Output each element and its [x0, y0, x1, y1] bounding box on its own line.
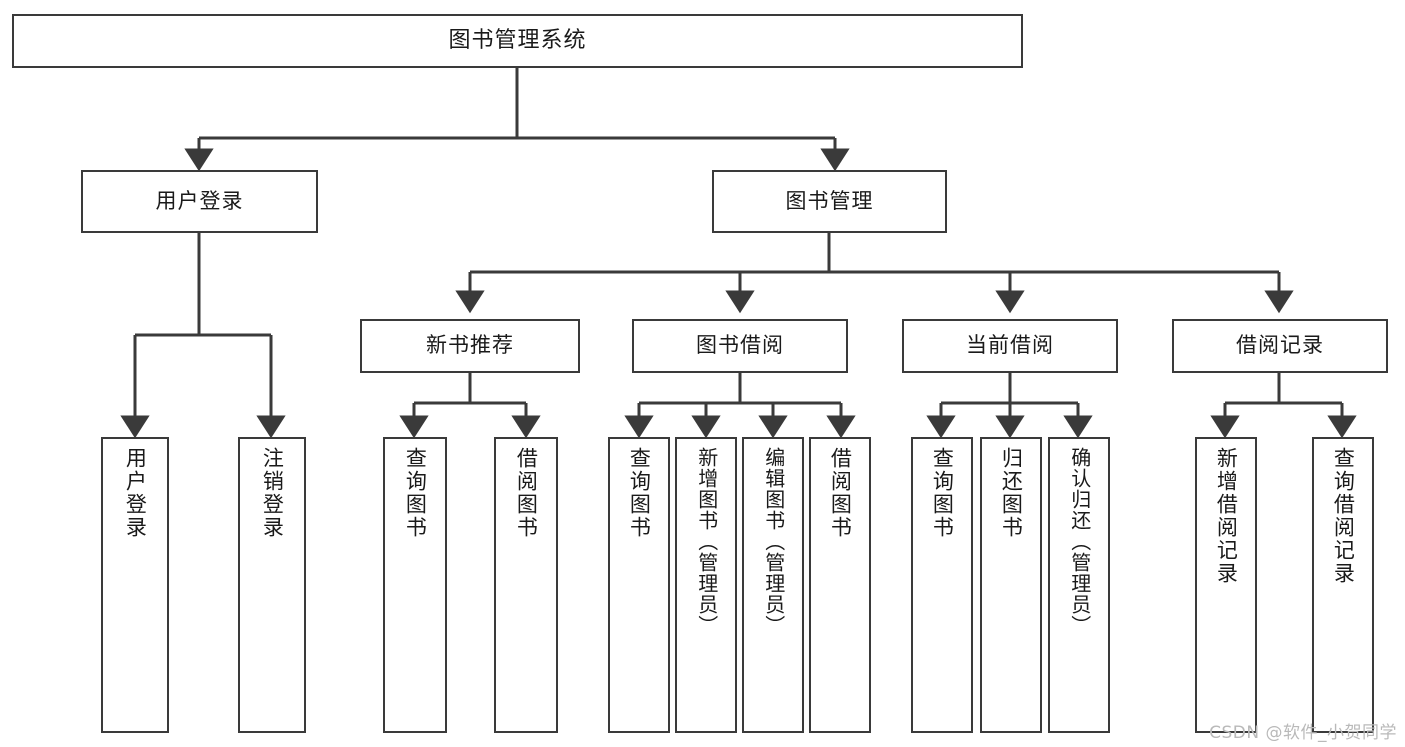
node-book-management[interactable]: 图书管理 [712, 170, 947, 233]
leaf-borrow-borrow-book[interactable]: 借阅图书 [809, 437, 871, 733]
node-borrow-record[interactable]: 借阅记录 [1172, 319, 1388, 373]
leaf-label: 借阅图书 [828, 447, 853, 539]
leaf-label: 查询图书 [403, 447, 428, 539]
node-book-borrow[interactable]: 图书借阅 [632, 319, 848, 373]
leaf-label: 用户登录 [123, 447, 148, 539]
leaf-label: 新增借阅记录 [1214, 447, 1239, 585]
leaf-record-add-record[interactable]: 新增借阅记录 [1195, 437, 1257, 733]
leaf-user-login-logout[interactable]: 注销登录 [238, 437, 306, 733]
leaf-label: 编辑图书（管理员） [761, 447, 786, 636]
leaf-label: 确认归还（管理员） [1067, 447, 1092, 636]
leaf-current-return-book[interactable]: 归还图书 [980, 437, 1042, 733]
leaf-label: 查询图书 [627, 447, 652, 539]
leaf-borrow-query-book[interactable]: 查询图书 [608, 437, 670, 733]
leaf-label: 注销登录 [260, 447, 285, 539]
node-root-system[interactable]: 图书管理系统 [12, 14, 1023, 68]
leaf-label: 查询图书 [930, 447, 955, 539]
leaf-label: 查询借阅记录 [1331, 447, 1356, 585]
watermark: CSDN @软件_小贺同学 [1209, 723, 1397, 743]
node-user-login[interactable]: 用户登录 [81, 170, 318, 233]
leaf-label: 借阅图书 [514, 447, 539, 539]
leaf-borrow-edit-book-admin[interactable]: 编辑图书（管理员） [742, 437, 804, 733]
leaf-record-query-record[interactable]: 查询借阅记录 [1312, 437, 1374, 733]
leaf-current-query-book[interactable]: 查询图书 [911, 437, 973, 733]
leaf-current-confirm-return-admin[interactable]: 确认归还（管理员） [1048, 437, 1110, 733]
leaf-borrow-add-book-admin[interactable]: 新增图书（管理员） [675, 437, 737, 733]
node-new-book-recommend[interactable]: 新书推荐 [360, 319, 580, 373]
leaf-label: 归还图书 [999, 447, 1024, 539]
node-current-borrow[interactable]: 当前借阅 [902, 319, 1118, 373]
leaf-user-login-login[interactable]: 用户登录 [101, 437, 169, 733]
leaf-label: 新增图书（管理员） [694, 447, 719, 636]
leaf-new-book-borrow[interactable]: 借阅图书 [494, 437, 558, 733]
leaf-new-book-query[interactable]: 查询图书 [383, 437, 447, 733]
